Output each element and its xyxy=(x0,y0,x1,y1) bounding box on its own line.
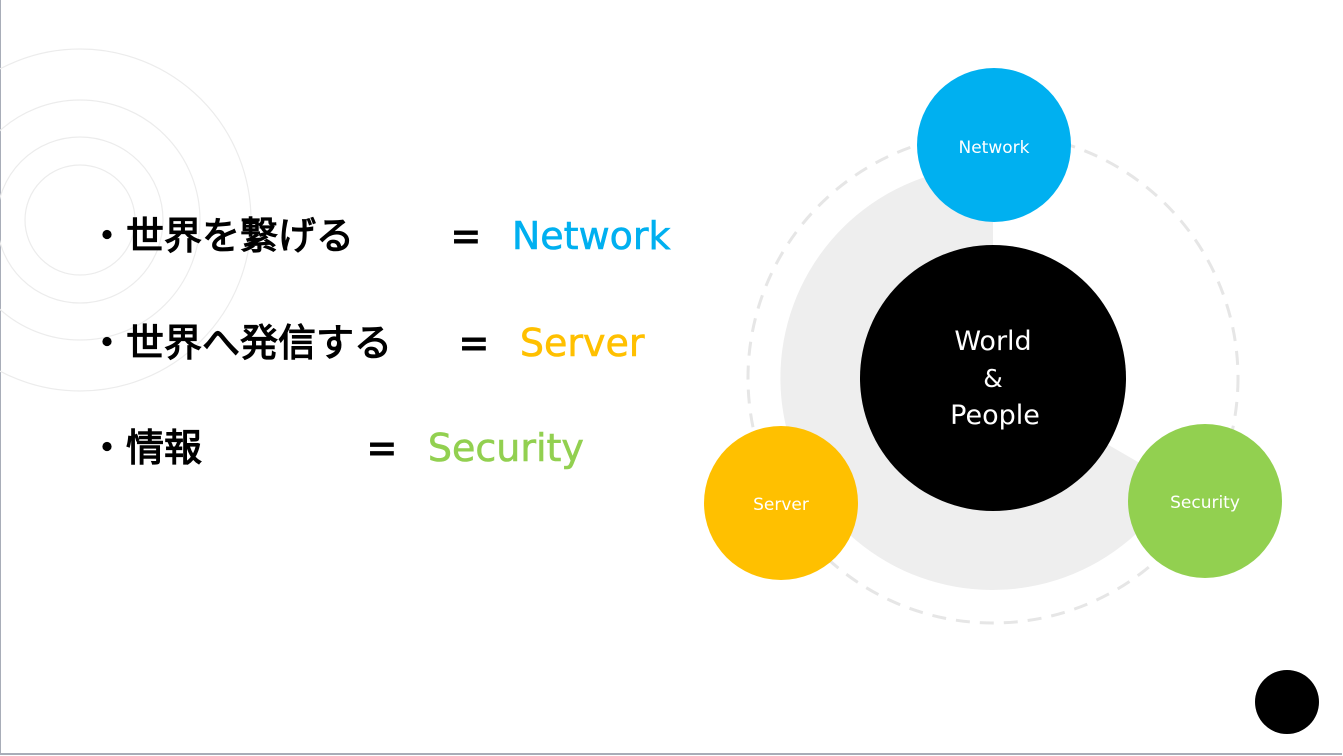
center-label-line1: World xyxy=(954,326,1031,357)
line-en: Security xyxy=(427,426,585,470)
bullet: ・ xyxy=(88,321,127,365)
network-label: Network xyxy=(959,138,1030,158)
ring xyxy=(0,136,164,304)
ring xyxy=(0,99,201,341)
network-circle xyxy=(917,68,1071,222)
center-circle xyxy=(860,245,1126,511)
line-server: ・ 世界へ発信する = Server xyxy=(88,321,645,365)
line-network: ・ 世界を繋げる = Network xyxy=(88,214,671,258)
line-security: ・ 情報 = Security xyxy=(88,426,585,470)
line-jp: 世界へ発信する xyxy=(126,321,393,365)
equals-sign: = xyxy=(458,321,490,365)
center-label-line3: People xyxy=(950,400,1040,431)
ring xyxy=(0,48,252,392)
server-label: Server xyxy=(753,495,809,515)
security-circle xyxy=(1128,424,1282,578)
center-label-line2: & xyxy=(983,364,1003,393)
ring xyxy=(24,164,136,276)
equals-sign: = xyxy=(366,426,398,470)
bullet: ・ xyxy=(88,214,127,258)
decorative-concentric-rings xyxy=(0,48,252,392)
server-circle xyxy=(704,426,858,580)
line-jp: 情報 xyxy=(126,426,203,470)
equals-sign: = xyxy=(450,214,482,258)
line-en: Server xyxy=(519,321,645,365)
bullet: ・ xyxy=(88,426,127,470)
corner-dot xyxy=(1255,670,1319,734)
line-jp: 世界を繋げる xyxy=(126,214,355,258)
line-en: Network xyxy=(511,214,671,258)
security-label: Security xyxy=(1170,493,1240,513)
